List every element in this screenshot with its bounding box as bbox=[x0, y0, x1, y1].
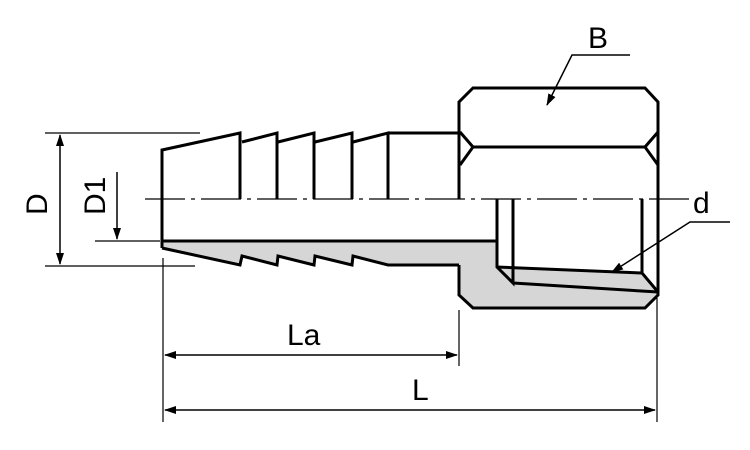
leader-B bbox=[546, 54, 630, 106]
leader-d bbox=[611, 221, 730, 273]
label-D: D bbox=[21, 193, 54, 215]
fitting-outline bbox=[160, 86, 660, 310]
section-fill bbox=[162, 241, 658, 308]
label-B: B bbox=[588, 22, 608, 55]
label-d: d bbox=[693, 187, 710, 220]
label-L: L bbox=[412, 374, 429, 407]
label-D1: D1 bbox=[79, 177, 112, 215]
dimension-lines bbox=[56, 54, 730, 414]
extension-lines bbox=[45, 132, 658, 422]
label-La: La bbox=[287, 319, 321, 352]
